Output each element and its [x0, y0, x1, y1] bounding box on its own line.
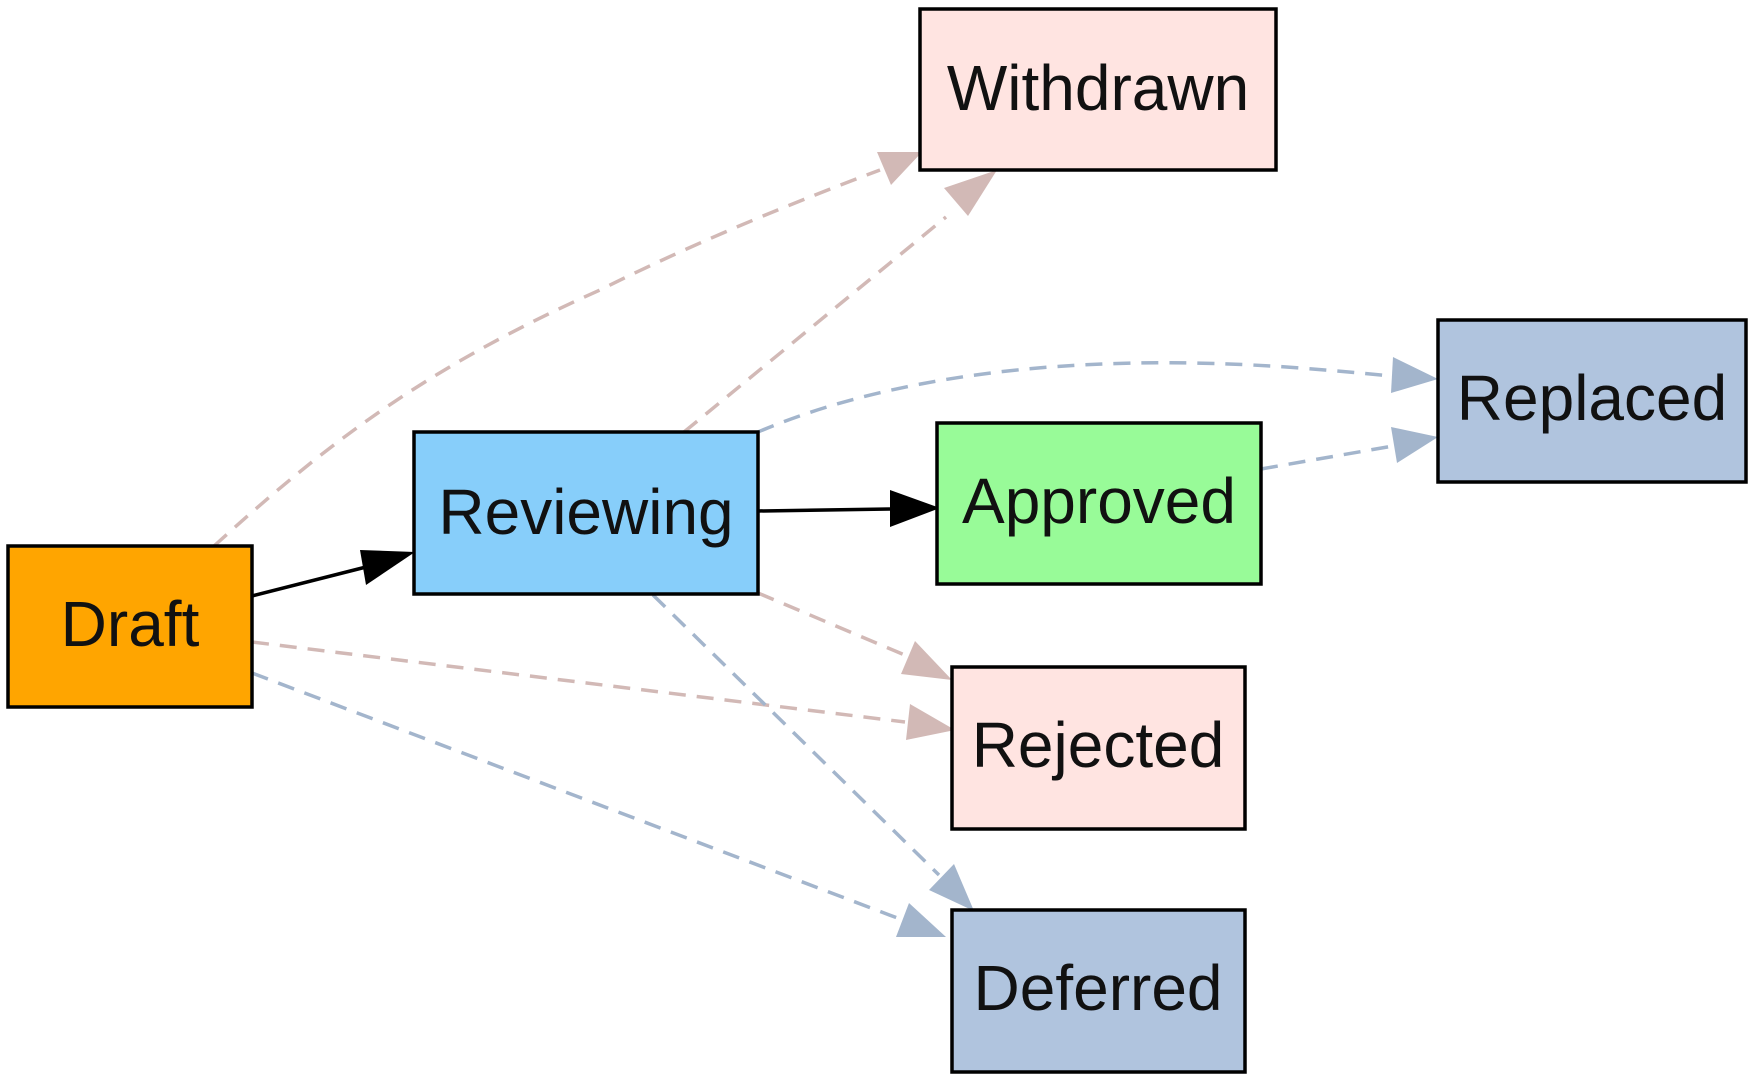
edge-reviewing-to-deferred	[651, 593, 941, 877]
edge-reviewing-to-replaced	[757, 361, 1393, 434]
node-withdrawn-box	[918, 7, 1278, 172]
node-reviewing-label: Reviewing	[438, 476, 733, 548]
node-draft: Draft	[6, 544, 254, 709]
edge-reviewing-to-approved	[757, 507, 891, 513]
edge-arrowhead-approved-to-replaced	[1391, 427, 1438, 463]
node-reviewing-box	[412, 430, 760, 596]
edge-reviewing-to-withdrawn	[682, 215, 948, 434]
node-draft-label: Draft	[61, 588, 200, 660]
node-replaced: Replaced	[1436, 318, 1748, 484]
node-draft-box	[6, 544, 254, 709]
edge-approved-to-replaced	[1260, 444, 1394, 471]
node-rejected-label: Rejected	[972, 709, 1225, 781]
node-reviewing: Reviewing	[412, 430, 760, 596]
edge-arrowhead-draft-to-withdrawn	[877, 152, 922, 185]
edge-draft-to-rejected	[251, 640, 906, 724]
edge-draft-to-reviewing	[251, 564, 371, 598]
edge-arrowhead-reviewing-to-replaced	[1391, 357, 1438, 393]
node-approved: Approved	[935, 421, 1263, 586]
node-deferred: Deferred	[950, 908, 1247, 1074]
edge-arrowhead-draft-to-reviewing	[360, 550, 415, 585]
edges-layer	[212, 152, 1438, 937]
edge-arrowhead-reviewing-to-withdrawn	[944, 170, 997, 216]
node-rejected-box	[950, 665, 1247, 831]
edge-arrowhead-draft-to-deferred	[896, 903, 946, 937]
node-replaced-box	[1436, 318, 1748, 484]
node-rejected: Rejected	[950, 665, 1247, 831]
edge-draft-to-withdrawn	[212, 168, 881, 548]
edge-arrowhead-reviewing-to-approved	[890, 490, 940, 527]
node-deferred-label: Deferred	[974, 952, 1223, 1024]
node-withdrawn: Withdrawn	[918, 7, 1278, 172]
node-approved-label: Approved	[962, 465, 1236, 537]
edge-arrowhead-draft-to-rejected	[906, 704, 955, 740]
nodes-layer: Draft Reviewing Approved Withdrawn Rejec…	[6, 7, 1748, 1074]
edge-draft-to-deferred	[251, 671, 901, 921]
node-withdrawn-label: Withdrawn	[947, 52, 1249, 124]
node-replaced-label: Replaced	[1457, 362, 1727, 434]
edge-arrowhead-reviewing-to-deferred	[929, 864, 974, 911]
node-approved-box	[935, 421, 1263, 586]
edge-reviewing-to-rejected	[757, 591, 908, 658]
node-deferred-box	[950, 908, 1247, 1074]
edge-arrowhead-reviewing-to-rejected	[901, 641, 952, 680]
